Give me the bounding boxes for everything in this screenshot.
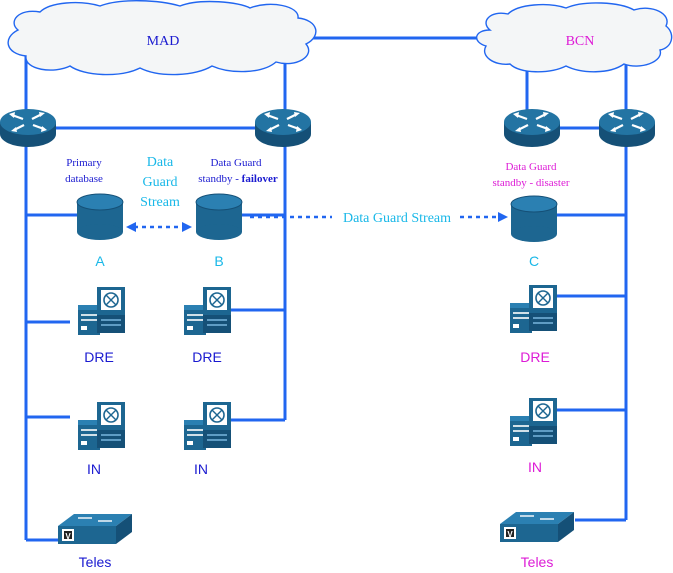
db-c-letter: C — [529, 253, 539, 269]
database-b-icon — [195, 193, 243, 241]
db-c-caption-1: Data Guard — [505, 161, 557, 173]
teles-right-label: Teles — [521, 554, 554, 570]
db-b-letter: B — [214, 253, 223, 269]
db-b-caption-2: standby - failover — [198, 173, 278, 185]
stream-local-label-1: Data — [147, 155, 174, 170]
db-b-caption-2-prefix: standby - — [198, 173, 241, 185]
dre-right-label: DRE — [520, 349, 550, 365]
server-in-right-icon — [509, 397, 558, 447]
server-in-left-icon — [77, 401, 126, 451]
router-mad-right-icon — [253, 107, 313, 149]
in-mid-label: IN — [194, 461, 208, 477]
in-right-label: IN — [528, 459, 542, 475]
in-left-label: IN — [87, 461, 101, 477]
stream-local-label-3: Stream — [140, 195, 180, 210]
switch-teles-right-badge: V — [507, 530, 513, 539]
switch-teles-left-badge: V — [65, 532, 71, 541]
dre-left-label: DRE — [84, 349, 114, 365]
server-dre-right-icon — [509, 284, 558, 334]
db-c-caption-2: standby - disaster — [493, 177, 570, 189]
cloud-mad: MAD — [7, 0, 317, 76]
server-dre-mid-icon — [183, 286, 232, 336]
db-b-caption-2-bold: failover — [242, 173, 278, 185]
switch-teles-right: V — [499, 511, 575, 543]
db-a-letter: A — [95, 253, 105, 269]
db-b-caption-1: Data Guard — [210, 157, 262, 169]
database-c-icon — [510, 195, 558, 243]
router-mad-left-icon — [0, 107, 58, 149]
teles-left-label: Teles — [79, 554, 112, 570]
cloud-bcn-label: BCN — [566, 34, 595, 49]
db-a-caption-1: Primary — [66, 157, 102, 169]
cloud-bcn: BCN — [476, 2, 673, 73]
stream-remote-label: Data Guard Stream — [343, 211, 451, 226]
router-bcn-left-icon — [502, 107, 562, 149]
db-a-caption-2: database — [65, 173, 103, 185]
network-links — [24, 36, 628, 542]
cloud-mad-label: MAD — [147, 34, 180, 49]
stream-local-arrow — [126, 222, 192, 232]
switch-teles-left: V — [57, 513, 133, 545]
router-bcn-right-icon — [597, 107, 657, 149]
database-a-icon — [76, 193, 124, 241]
server-in-mid-icon — [183, 401, 232, 451]
stream-local-label-2: Guard — [143, 175, 178, 190]
stream-remote-arrow — [250, 212, 508, 222]
server-dre-left-icon — [77, 286, 126, 336]
dre-mid-label: DRE — [192, 349, 222, 365]
